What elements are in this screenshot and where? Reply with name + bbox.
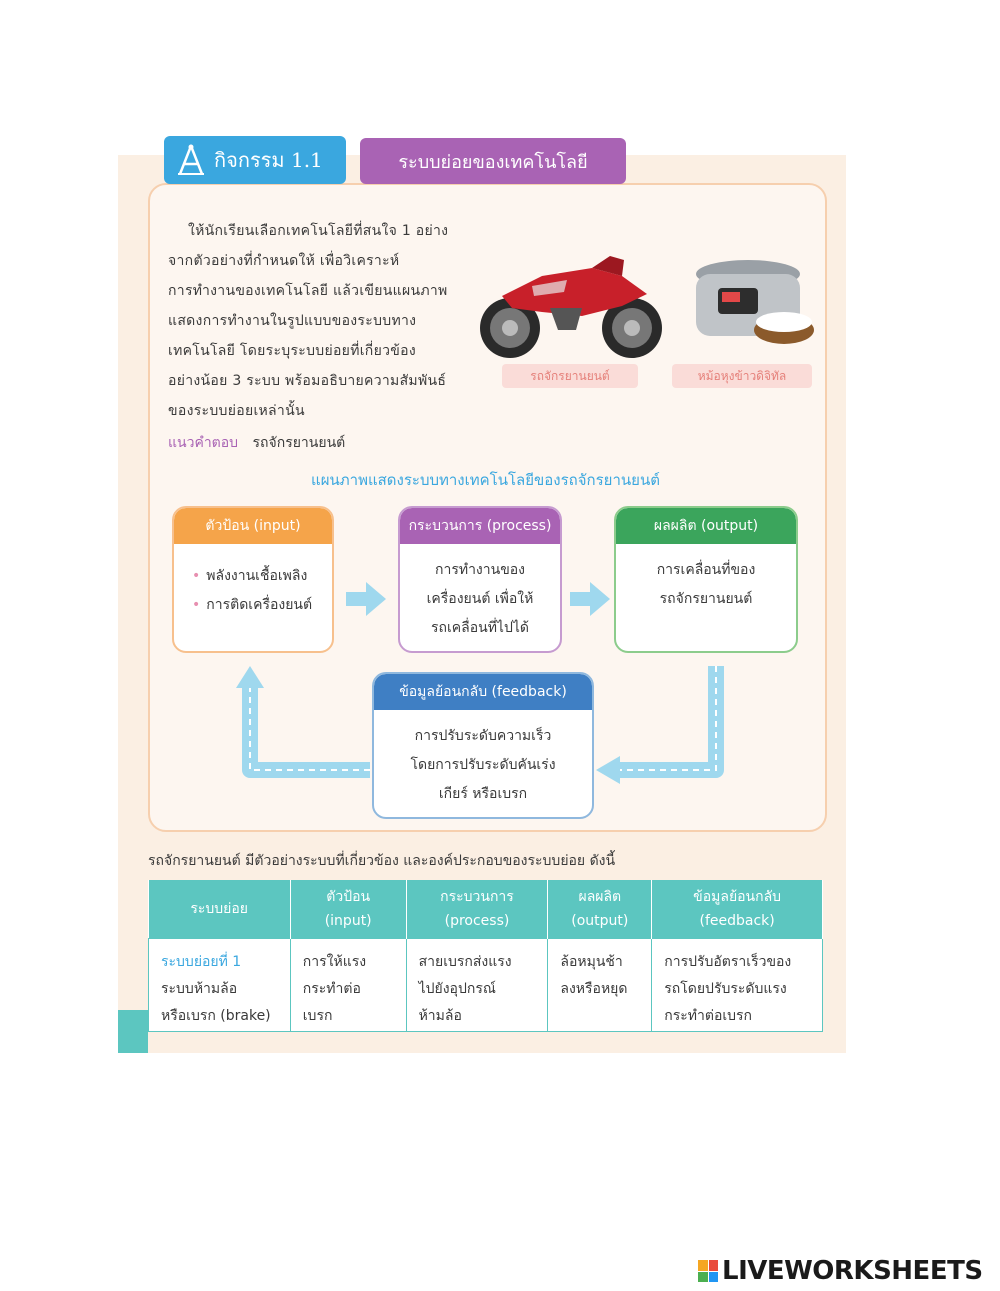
process-body: การทำงานของ เครื่องยนต์ เพื่อให้ รถเคลื่… [400,544,560,643]
output-line: การเคลื่อนที่ของ [656,562,756,578]
instruction-line: จากตัวอย่างที่กำหนดให้ เพื่อวิเคราะห์ [168,253,400,269]
panel-accent-strip [118,1010,148,1053]
input-header: ตัวป้อน (input) [174,508,332,544]
table-header-cell: ผลผลิต(output) [547,880,653,939]
input-box: ตัวป้อน (input) •พลังงานเชื้อเพลิง •การต… [172,506,334,653]
feedback-line: การปรับระดับความเร็ว [414,728,552,744]
process-line: การทำงานของ [434,562,526,578]
rice-cooker-image [696,260,814,344]
table-header-cell: ระบบย่อย [148,880,291,939]
compass-icon [178,144,204,175]
feedback-out-arrow-icon [236,666,370,778]
diagram-arrows [236,582,724,784]
instruction-line: อย่างน้อย 3 ระบบ พร้อมอธิบายความสัมพันธ์ [168,373,447,389]
table-header-cell: ตัวป้อน(input) [290,880,407,939]
table-cell: การให้แรงกระทำต่อเบรก [289,938,407,1032]
feedback-header: ข้อมูลย้อนกลับ (feedback) [374,674,592,710]
answer-line: แนวคำตอบ รถจักรยานยนต์ [168,432,345,454]
input-item: •การติดเครื่องยนต์ [192,597,313,613]
liveworksheets-logo: LIVEWORKSHEETS [698,1256,983,1286]
rice-cooker-caption: หม้อหุงข้าวดิจิทัล [672,364,812,388]
arrow-right-icon [346,582,386,616]
output-body: การเคลื่อนที่ของ รถจักรยานยนต์ [616,544,796,614]
process-box: กระบวนการ (process) การทำงานของ เครื่องย… [398,506,562,653]
answer-value: รถจักรยานยนต์ [252,435,346,451]
table-intro: รถจักรยานยนต์ มีตัวอย่างระบบที่เกี่ยวข้อ… [148,853,616,869]
table-cell: ล้อหมุนช้าลงหรือหยุด [547,938,653,1032]
activity-label: กิจกรรม 1.1 [214,148,323,172]
feedback-line: โดยการปรับระดับคันเร่ง [410,757,556,773]
process-header: กระบวนการ (process) [400,508,560,544]
output-line: รถจักรยานยนต์ [659,591,753,607]
input-item: •พลังงานเชื้อเพลิง [192,568,308,584]
input-body: •พลังงานเชื้อเพลิง •การติดเครื่องยนต์ [174,544,332,620]
instruction-line: ของระบบย่อยเหล่านั้น [168,403,305,419]
instruction-line: แสดงการทำงานในรูปแบบของระบบทาง [168,313,417,329]
feedback-body: การปรับระดับความเร็ว โดยการปรับระดับคันเ… [374,710,592,809]
process-line: เครื่องยนต์ เพื่อให้ [426,591,534,607]
table-header-cell: ข้อมูลย้อนกลับ(feedback) [651,880,823,939]
feedback-box: ข้อมูลย้อนกลับ (feedback) การปรับระดับคว… [372,672,594,819]
subsystem-table: ระบบย่อย ตัวป้อน(input) กระบวนการ(proces… [148,880,823,1032]
activity-tag: กิจกรรม 1.1 [164,136,346,184]
table-row: ระบบย่อยที่ 1 ระบบห้ามล้อหรือเบรก (brake… [148,938,823,1032]
feedback-line: เกียร์ หรือเบรก [438,786,528,802]
output-box: ผลผลิต (output) การเคลื่อนที่ของ รถจักรย… [614,506,798,653]
instruction-line: เทคโนโลยี โดยระบุระบบย่อยที่เกี่ยวข้อง [168,343,416,359]
table-cell: สายเบรกส่งแรงไปยังอุปกรณ์ห้ามล้อ [405,938,549,1032]
output-header: ผลผลิต (output) [616,508,796,544]
table-header-cell: กระบวนการ(process) [406,880,549,939]
logo-mark-icon [698,1260,718,1282]
answer-label: แนวคำตอบ [168,435,239,451]
table-cell: การปรับอัตราเร็วของรถโดยปรับระดับแรงกระท… [651,938,823,1032]
feedback-in-arrow-icon [596,666,724,784]
process-line: รถเคลื่อนที่ไปได้ [431,620,529,636]
arrow-right-icon [570,582,610,616]
motorcycle-image [480,256,662,358]
table-cell: ระบบย่อยที่ 1 ระบบห้ามล้อหรือเบรก (brake… [148,938,291,1032]
instruction-line: การทำงานของเทคโนโลยี แล้วเขียนแผนภาพ [168,283,448,299]
motorcycle-caption: รถจักรยานยนต์ [502,364,638,388]
table-header-row: ระบบย่อย ตัวป้อน(input) กระบวนการ(proces… [148,880,823,939]
diagram-title: แผนภาพแสดงระบบทางเทคโนโลยีของรถจักรยานยน… [311,471,660,489]
instruction-text: ให้นักเรียนเลือกเทคโนโลยีที่สนใจ 1 อย่าง… [168,216,468,426]
activity-title: ระบบย่อยของเทคโนโลยี [360,138,626,184]
instruction-line: ให้นักเรียนเลือกเทคโนโลยีที่สนใจ 1 อย่าง [188,223,449,239]
logo-text: LIVEWORKSHEETS [722,1256,983,1286]
